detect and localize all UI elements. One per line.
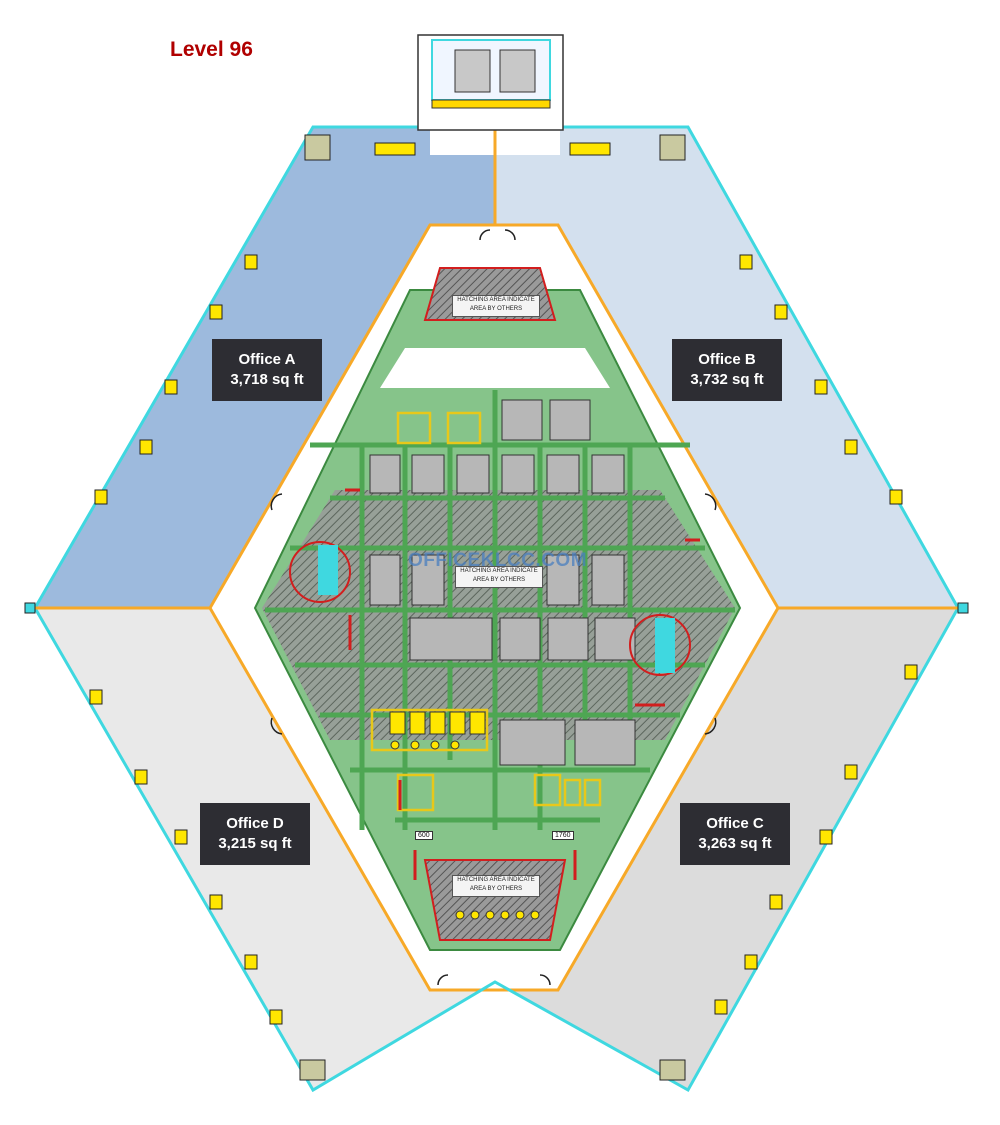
door-tag-left: 600 bbox=[415, 831, 433, 840]
office-d-label[interactable]: Office D 3,215 sq ft bbox=[200, 803, 310, 865]
facade-outline bbox=[33, 125, 960, 1093]
top-entry-block bbox=[417, 34, 564, 131]
watermark: OFFICEKLCC.COM bbox=[408, 550, 588, 571]
office-area: 3,732 sq ft bbox=[690, 371, 764, 388]
yellow-fixtures bbox=[370, 411, 602, 812]
office-name: Office D bbox=[226, 815, 284, 832]
office-area: 3,263 sq ft bbox=[698, 835, 772, 852]
right-stair bbox=[629, 614, 691, 676]
hatch-note-line2: AREA BY OTHERS bbox=[469, 886, 523, 892]
core-white-band bbox=[380, 348, 610, 388]
office-area: 3,718 sq ft bbox=[230, 371, 304, 388]
right-stair-fixture bbox=[655, 618, 675, 673]
door-tag-right: 1760 bbox=[552, 831, 574, 840]
bottom-core-room bbox=[423, 859, 567, 941]
office-a-label[interactable]: Office A 3,718 sq ft bbox=[212, 339, 322, 401]
hatch-note-top: HATCHING AREA INDICATE AREA BY OTHERS bbox=[452, 295, 540, 317]
office-area: 3,215 sq ft bbox=[218, 835, 292, 852]
office-name: Office A bbox=[238, 351, 296, 368]
office-name: Office B bbox=[698, 351, 756, 368]
office-b-label[interactable]: Office B 3,732 sq ft bbox=[672, 339, 782, 401]
office-c-label[interactable]: Office C 3,263 sq ft bbox=[680, 803, 790, 865]
facade-fixtures bbox=[89, 134, 918, 1081]
hatch-note-line2: AREA BY OTHERS bbox=[469, 306, 523, 312]
lift-cars bbox=[369, 399, 636, 766]
hatch-note-bottom: HATCHING AREA INDICATE AREA BY OTHERS bbox=[452, 875, 540, 897]
left-stair-fixture bbox=[318, 545, 338, 595]
red-walls bbox=[345, 488, 700, 880]
toilet-fixtures bbox=[389, 711, 540, 920]
hatch-note-center: HATCHING AREA INDICATE AREA BY OTHERS bbox=[455, 566, 543, 588]
level-title: Level 96 bbox=[170, 38, 253, 61]
doors bbox=[270, 229, 717, 986]
office-name: Office C bbox=[706, 815, 764, 832]
hatch-note-line1: HATCHING AREA INDICATE bbox=[460, 568, 538, 574]
hatch-note-line1: HATCHING AREA INDICATE bbox=[457, 297, 535, 303]
hatch-note-line2: AREA BY OTHERS bbox=[472, 577, 526, 583]
corner-markers bbox=[24, 602, 969, 614]
hatch-note-line1: HATCHING AREA INDICATE bbox=[457, 877, 535, 883]
left-stair bbox=[289, 541, 351, 603]
core-hatched-area bbox=[262, 490, 735, 740]
